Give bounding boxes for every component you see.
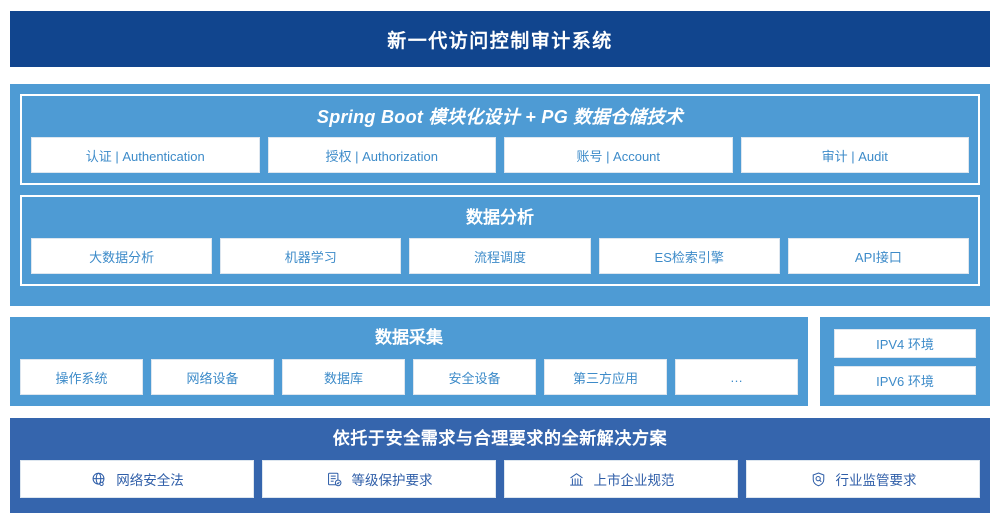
compliance-section-title: 依托于安全需求与合理要求的全新解决方案 bbox=[332, 429, 668, 448]
collection-card-row: 操作系统 网络设备 数据库 安全设备 第三方应用 … bbox=[20, 359, 798, 395]
collection-card[interactable]: 安全设备 bbox=[413, 359, 536, 395]
environment-card-ipv4[interactable]: IPV4 环境 bbox=[834, 328, 976, 358]
shield-search-icon bbox=[810, 471, 827, 488]
globe-icon bbox=[90, 471, 107, 488]
collection-section-title: 数据采集 bbox=[375, 328, 443, 347]
compliance-card-label: 上市企业规范 bbox=[593, 473, 675, 488]
collection-card[interactable]: 数据库 bbox=[282, 359, 405, 395]
analysis-section-title: 数据分析 bbox=[466, 208, 534, 227]
compliance-card-label: 行业监管要求 bbox=[835, 473, 917, 488]
compliance-card-listed-enterprise[interactable]: 上市企业规范 bbox=[504, 460, 738, 498]
bank-icon bbox=[568, 471, 585, 488]
analysis-card[interactable]: ES检索引擎 bbox=[598, 238, 780, 274]
analysis-card[interactable]: API接口 bbox=[787, 238, 970, 274]
compliance-card-label: 网络安全法 bbox=[116, 473, 184, 488]
collection-card[interactable]: 操作系统 bbox=[20, 359, 143, 395]
analysis-card-row: 大数据分析 机器学习 流程调度 ES检索引擎 API接口 bbox=[31, 238, 970, 274]
analysis-card[interactable]: 机器学习 bbox=[220, 238, 402, 274]
compliance-card-cybersecurity-law[interactable]: 网络安全法 bbox=[20, 460, 254, 498]
platform-card[interactable]: 认证 | Authentication bbox=[31, 137, 260, 173]
collection-card-more[interactable]: … bbox=[675, 359, 798, 395]
compliance-card-label: 等级保护要求 bbox=[351, 473, 433, 488]
platform-analysis-panel: Spring Boot 模块化设计 + PG 数据仓储技术 认证 | Authe… bbox=[10, 84, 990, 306]
collection-panel: 数据采集 操作系统 网络设备 数据库 安全设备 第三方应用 … bbox=[10, 317, 808, 406]
environment-panel: IPV4 环境 IPV6 环境 bbox=[820, 317, 990, 406]
analysis-card[interactable]: 大数据分析 bbox=[31, 238, 213, 274]
compliance-card-industry-regulation[interactable]: 行业监管要求 bbox=[746, 460, 980, 498]
platform-section: Spring Boot 模块化设计 + PG 数据仓储技术 认证 | Authe… bbox=[20, 94, 980, 185]
environment-card-ipv6[interactable]: IPV6 环境 bbox=[834, 365, 976, 395]
header-bar: 新一代访问控制审计系统 bbox=[10, 11, 990, 67]
platform-card-row: 认证 | Authentication 授权 | Authorization 账… bbox=[31, 137, 969, 173]
analysis-card[interactable]: 流程调度 bbox=[409, 238, 591, 274]
analysis-section: 数据分析 大数据分析 机器学习 流程调度 ES检索引擎 API接口 bbox=[20, 195, 980, 286]
platform-card[interactable]: 授权 | Authorization bbox=[267, 137, 496, 173]
compliance-card-row: 网络安全法 等级保护要求 bbox=[20, 460, 980, 498]
platform-card[interactable]: 账号 | Account bbox=[504, 137, 733, 173]
platform-section-title: Spring Boot 模块化设计 + PG 数据仓储技术 bbox=[316, 107, 684, 127]
collection-card[interactable]: 网络设备 bbox=[151, 359, 274, 395]
compliance-card-grade-protection[interactable]: 等级保护要求 bbox=[262, 460, 496, 498]
page-title: 新一代访问控制审计系统 bbox=[387, 30, 613, 52]
document-check-icon bbox=[326, 471, 343, 488]
collection-card[interactable]: 第三方应用 bbox=[544, 359, 667, 395]
platform-card[interactable]: 审计 | Audit bbox=[740, 137, 969, 173]
compliance-panel: 依托于安全需求与合理要求的全新解决方案 网络安全法 bbox=[10, 418, 990, 513]
